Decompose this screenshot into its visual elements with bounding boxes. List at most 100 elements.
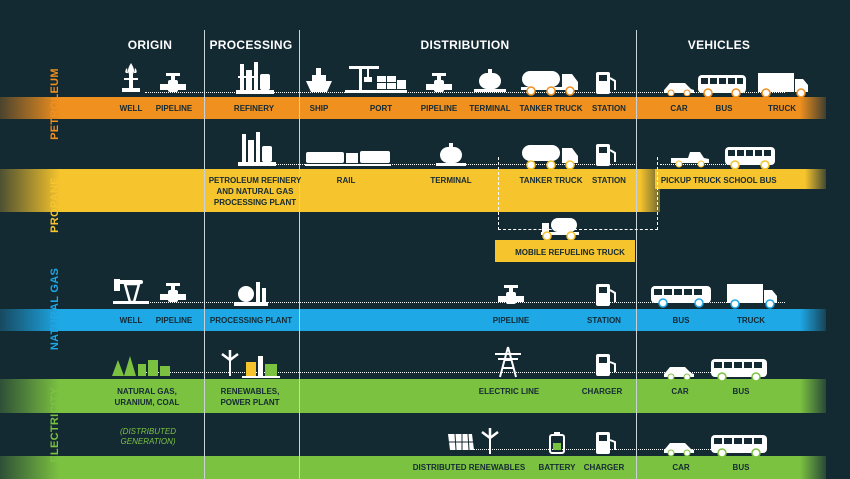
row-label-electricity: ELECTRICITY [49,387,61,463]
electricity-origin-label-line2: URANIUM, COAL [114,398,180,407]
bus-icon [651,286,711,308]
natural-gas-well-label: WELL [119,316,143,325]
bus-icon [711,359,767,382]
header-processing: PROCESSING [209,38,293,52]
tanker-truck-icon [522,145,578,170]
electricity-line-label: ELECTRIC LINE [478,387,540,396]
electricity-renewables-label-line2: POWER PLANT [220,398,280,407]
petroleum-tanker-truck-label: TANKER TRUCK [519,104,583,113]
divider-processing-distribution [299,30,300,479]
propane-band [0,169,660,212]
petroleum-terminal-label: TERMINAL [469,104,511,113]
car-icon [664,367,694,380]
propane-pickup-truck-label: PICKUP TRUCK [660,176,722,185]
processing-plant-icon [234,282,268,306]
divider-distribution-vehicles [636,30,637,479]
pipeline-valve-icon [160,73,186,92]
petroleum-refinery-label: REFINERY [233,104,275,113]
electricity-charger-label: CHARGER [581,387,623,396]
electric-tower-icon [495,346,521,378]
petroleum-bus-label: BUS [715,104,733,113]
refinery-plant-icon [238,132,276,166]
header-vehicles: VEHICLES [687,38,751,52]
electricity-bus2-label: BUS [732,463,750,472]
electricity-distributed-band [0,456,826,479]
school-bus-icon [725,147,775,170]
petroleum-ship-label: SHIP [309,104,329,113]
divider-origin-processing [204,30,205,479]
row-label-propane: PROPANE [49,177,61,233]
battery-label: BATTERY [538,463,576,472]
natural-gas-processing-plant-label: PROCESSING PLANT [209,316,293,325]
fuel-station-icon [596,144,616,166]
propane-mobile-band [495,240,635,262]
gas-station-icon [596,284,616,306]
propane-mobile-truck-label: MOBILE REFUELING TRUCK [515,248,625,257]
gas-pumpjack-icon [113,279,149,304]
electricity-bus-label: BUS [732,387,750,396]
electricity-origin-label-line1: NATURAL GAS, [117,387,177,396]
rail-train-icon [305,151,391,166]
car-icon [664,443,694,456]
propane-mobile-dashed-path [498,157,658,230]
truck-icon [758,73,808,98]
oil-well-icon [122,63,140,92]
bus-icon [698,75,746,98]
port-crane-icon [345,66,407,93]
electricity-distributed-flow-line [470,449,755,450]
electricity-car2-label: CAR [672,463,690,472]
distributed-renewables-label: DISTRIBUTED RENEWABLES [412,463,526,472]
header-distribution: DISTRIBUTION [420,38,510,52]
mobile-refueling-truck-icon [541,218,579,241]
natural-gas-station-label: STATION [587,316,621,325]
electricity-car-label: CAR [671,387,689,396]
natural-gas-pipeline2-label: PIPELINE [492,316,530,325]
car-icon [664,83,694,96]
natural-gas-flow-line [145,302,785,303]
terminal-tank-icon [436,143,466,166]
ev-charger-icon [596,432,616,454]
pipeline-valve-icon [426,73,452,92]
propane-station-label: STATION [592,176,626,185]
battery-icon [549,432,565,454]
distributed-generation-label-line1: (DISTRIBUTED [120,427,176,436]
petroleum-truck-label: TRUCK [768,104,796,113]
electricity-flow-line [145,372,755,373]
propane-rail-label: RAIL [336,176,356,185]
pickup-truck-icon [671,152,709,168]
header-origin: ORIGIN [127,38,173,52]
petroleum-flow-line [145,92,785,93]
propane-plant-label-line1: PETROLEUM REFINERY [208,176,302,185]
row-label-petroleum: PETROLEUM [49,68,61,140]
ship-icon [306,68,332,92]
petroleum-pipeline-label: PIPELINE [155,104,193,113]
propane-tanker-truck-label: TANKER TRUCK [519,176,583,185]
bus-icon [711,435,767,458]
propane-plant-label-line2: AND NATURAL GAS [216,187,294,196]
natural-gas-bus-label: BUS [672,316,690,325]
petroleum-port-label: PORT [369,104,393,113]
natural-gas-pipeline-label: PIPELINE [155,316,193,325]
pipeline-valve-icon [498,285,524,304]
propane-vehicles-band [655,169,826,189]
ev-charger-icon [596,354,616,376]
electricity-charger2-label: CHARGER [583,463,625,472]
petroleum-well-label: WELL [119,104,143,113]
propane-terminal-label: TERMINAL [430,176,472,185]
pipeline-valve-icon [160,283,186,302]
distributed-renewables-icon [448,428,499,454]
fuel-station-icon [596,72,616,94]
propane-vehicle-flow-line [660,164,760,165]
power-source-fuels-icon [112,356,170,376]
petroleum-pipeline2-label: PIPELINE [420,104,458,113]
propane-school-bus-label: SCHOOL BUS [723,176,777,185]
petroleum-station-label: STATION [592,104,626,113]
electricity-band [0,379,826,413]
truck-icon [727,284,777,309]
refinery-icon [236,62,274,94]
petroleum-car-label: CAR [670,104,688,113]
electricity-renewables-label-line1: RENEWABLES, [220,387,280,396]
row-label-natural-gas: NATURAL GAS [49,267,61,351]
petroleum-band [0,97,826,119]
